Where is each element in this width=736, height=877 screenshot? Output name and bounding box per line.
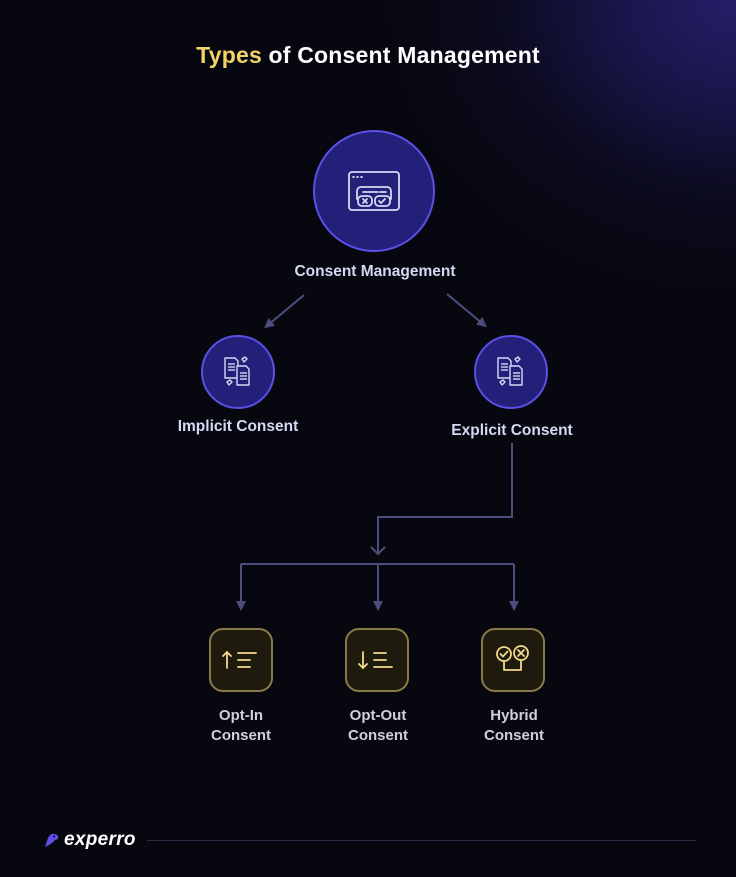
title-accent: Types bbox=[196, 42, 262, 68]
opt-in-line2: Consent bbox=[211, 727, 271, 744]
open-chevron-arrow bbox=[370, 546, 386, 556]
documents-icon bbox=[224, 356, 250, 386]
explicit-consent-label: Explicit Consent bbox=[451, 422, 573, 439]
root-node-circle bbox=[313, 130, 435, 252]
implicit-consent-label: Implicit Consent bbox=[177, 418, 299, 435]
opt-out-line1: Opt-Out bbox=[349, 707, 407, 724]
hybrid-line1: Hybrid bbox=[490, 707, 538, 724]
documents-icon bbox=[497, 356, 523, 386]
sort-descending-icon bbox=[358, 651, 393, 670]
footer-divider bbox=[147, 840, 696, 841]
root-node-label: Consent Management bbox=[294, 263, 456, 280]
brand-bird-icon bbox=[45, 833, 59, 847]
brand-logo: experro bbox=[44, 829, 136, 851]
opt-in-line1: Opt-In bbox=[218, 707, 264, 724]
arrow-to-explicit bbox=[446, 293, 487, 328]
explicit-consent-circle bbox=[474, 335, 548, 409]
opt-out-line2: Consent bbox=[348, 727, 408, 744]
hybrid-consent-box bbox=[481, 628, 545, 692]
sort-ascending-icon bbox=[222, 650, 257, 669]
explicit-branch-line bbox=[377, 443, 513, 554]
implicit-consent-circle bbox=[201, 335, 275, 409]
page-title: Types of Consent Management bbox=[0, 42, 736, 69]
consent-window-icon bbox=[348, 171, 400, 211]
hybrid-line2: Consent bbox=[484, 727, 544, 744]
brand-name: experro bbox=[64, 829, 136, 850]
arrow-to-implicit bbox=[264, 294, 305, 329]
opt-out-consent-box bbox=[345, 628, 409, 692]
title-rest: of Consent Management bbox=[261, 42, 540, 68]
check-x-icon bbox=[496, 645, 529, 671]
opt-in-consent-box bbox=[209, 628, 273, 692]
